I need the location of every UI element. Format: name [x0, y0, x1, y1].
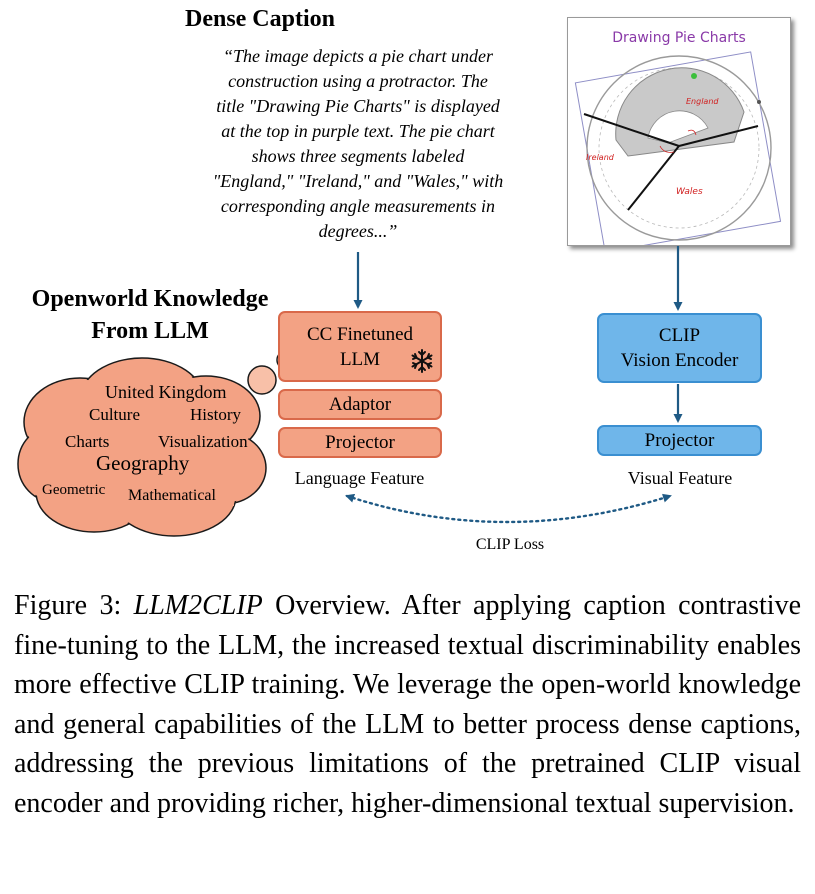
- caption-line: shows three segments labeled: [251, 146, 465, 166]
- chart-label-england: England: [686, 97, 719, 106]
- openworld-heading-line: Openworld Knowledge: [31, 286, 269, 312]
- caption-line: at the top in purple text. The pie chart: [221, 121, 495, 141]
- caption-line: corresponding angle measurements in: [220, 196, 496, 216]
- figure-caption-text: Overview. After applying caption contras…: [14, 590, 802, 819]
- clip-vision-encoder-box: CLIP Vision Encoder: [597, 313, 762, 383]
- caption-line: degrees...”: [318, 221, 398, 241]
- encoder-label-line: CLIP: [658, 325, 701, 346]
- cloud-word-charts: Charts: [65, 432, 110, 451]
- dense-caption-text: “The image depicts a pie chart under con…: [178, 44, 538, 244]
- encoder-label-line: Vision Encoder: [620, 350, 739, 371]
- protractor-drawing: England Ireland Wales: [574, 51, 782, 245]
- cloud-word-united-kingdom: United Kingdom: [105, 382, 227, 402]
- method-name: LLM2CLIP: [133, 590, 263, 621]
- figure-caption: Figure 3: LLM2CLIP Overview. After apply…: [14, 586, 801, 823]
- cloud-word-geography: Geography: [96, 451, 190, 475]
- adaptor-box: Adaptor: [278, 389, 442, 420]
- cloud-word-history: History: [190, 405, 241, 424]
- caption-line: title "Drawing Pie Charts" is displayed: [216, 96, 500, 116]
- cloud-word-visualization: Visualization: [158, 432, 248, 451]
- language-projector-box: Projector: [278, 427, 442, 458]
- knowledge-cloud: [17, 350, 294, 537]
- figure-label: Figure 3:: [14, 590, 122, 621]
- cloud-word-geometric: Geometric: [42, 482, 106, 498]
- cloud-word-culture: Culture: [89, 405, 140, 424]
- chart-label-wales: Wales: [676, 187, 703, 197]
- pie-chart-image: Drawing Pie Charts England Ireland Wales: [567, 17, 791, 246]
- clip-loss-curve: [345, 493, 672, 524]
- cc-finetuned-llm-box: CC Finetuned LLM: [278, 311, 442, 382]
- openworld-knowledge-heading: Openworld Knowledge From LLM: [0, 283, 300, 347]
- visual-projector-box: Projector: [597, 425, 762, 456]
- llm-label-line: CC Finetuned: [306, 323, 414, 345]
- language-feature-label: Language Feature: [294, 468, 425, 488]
- chart-label-ireland: Ireland: [586, 153, 615, 162]
- dense-caption-heading: Dense Caption: [184, 6, 335, 32]
- visual-feature-label: Visual Feature: [627, 468, 733, 488]
- caption-line: “The image depicts a pie chart under: [223, 46, 493, 66]
- llm-label-line: LLM: [339, 348, 381, 370]
- cloud-word-mathematical: Mathematical: [128, 487, 216, 504]
- caption-line: construction using a protractor. The: [228, 71, 488, 91]
- caption-line: "England," "Ireland," and "Wales," with: [212, 171, 504, 191]
- openworld-heading-line: From LLM: [91, 318, 209, 344]
- clip-loss-label: CLIP Loss: [475, 536, 545, 553]
- snowflake-icon: [411, 349, 433, 373]
- connector-arrows: [345, 246, 683, 524]
- chart-image-title: Drawing Pie Charts: [612, 30, 746, 46]
